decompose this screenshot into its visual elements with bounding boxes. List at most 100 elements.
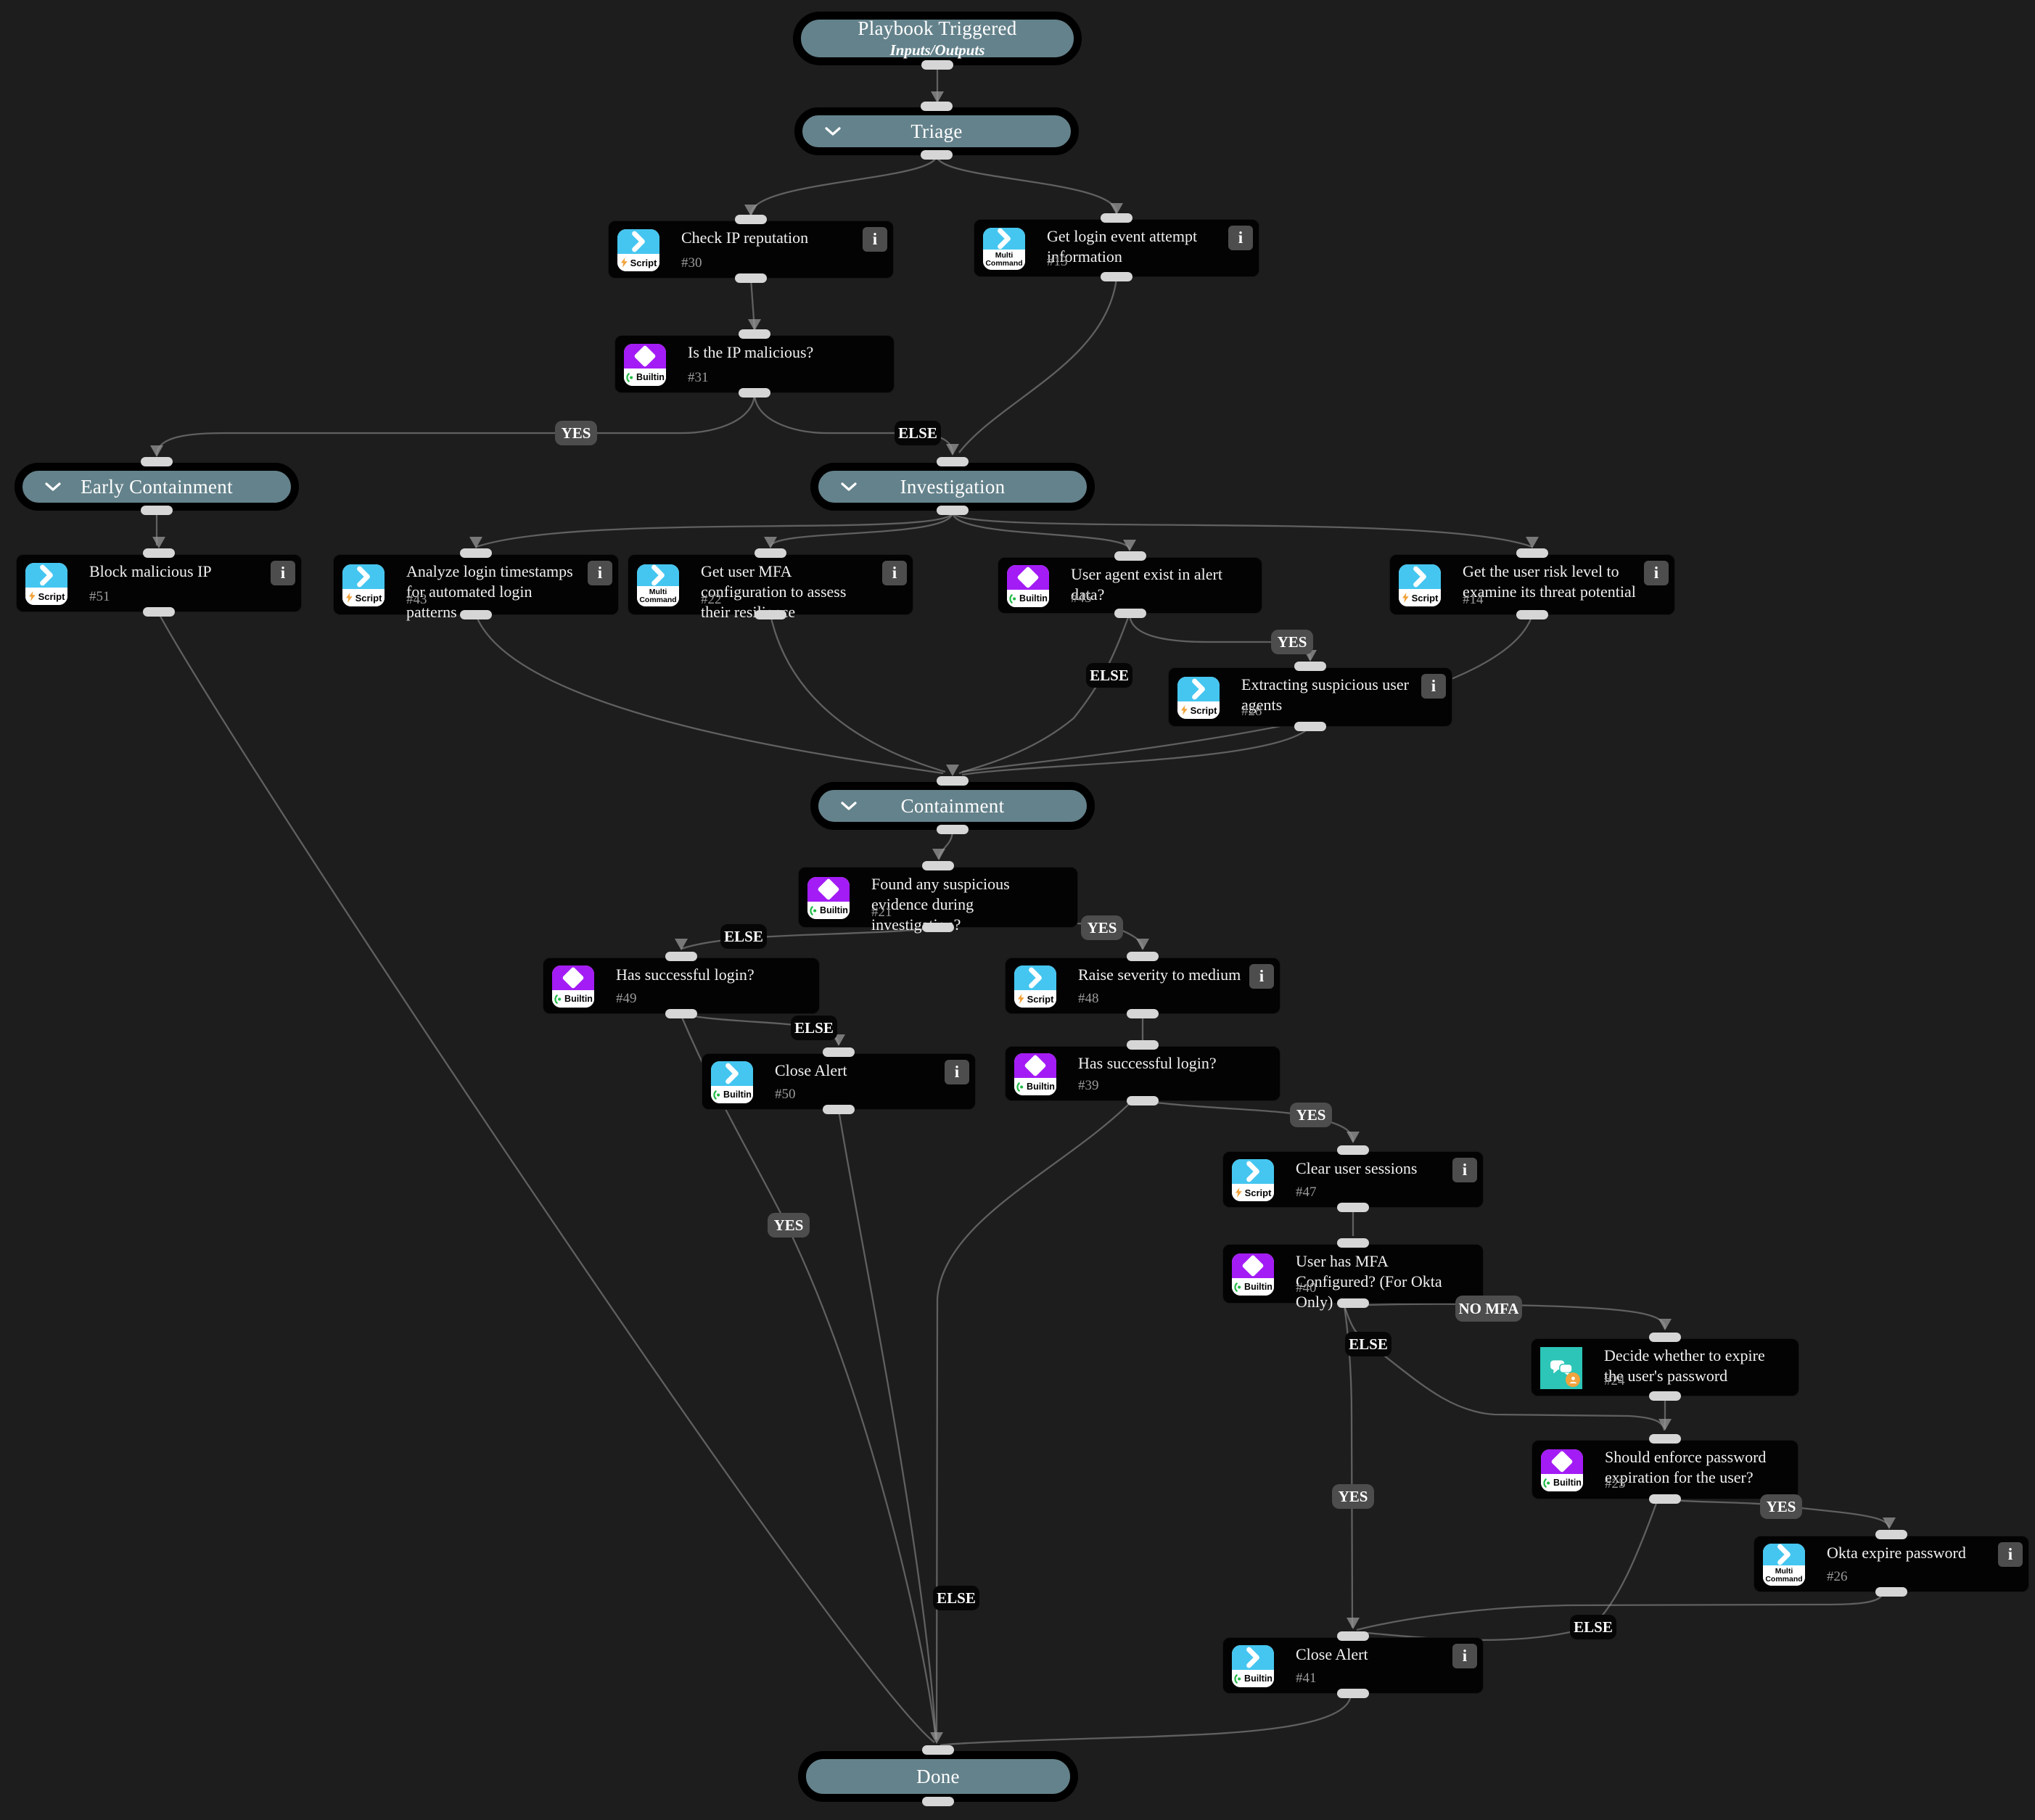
connector-port[interactable] bbox=[937, 825, 969, 834]
info-button[interactable]: i bbox=[1421, 674, 1446, 699]
info-button[interactable]: i bbox=[1228, 226, 1253, 250]
connector-port[interactable] bbox=[823, 1047, 855, 1057]
chevron-down-icon[interactable] bbox=[824, 126, 842, 136]
builtin-command-icon: Builtin bbox=[711, 1061, 753, 1103]
connector-port[interactable] bbox=[937, 457, 969, 466]
tile-kind-label: Script bbox=[617, 254, 659, 271]
connector-port[interactable] bbox=[937, 776, 969, 786]
connector-port[interactable] bbox=[141, 457, 173, 466]
connector-port[interactable] bbox=[1127, 1040, 1159, 1050]
task-node-24[interactable]: Decide whether to expire the user's pass… bbox=[1531, 1338, 1799, 1396]
connector-port[interactable] bbox=[141, 506, 173, 515]
connector-port[interactable] bbox=[1649, 1434, 1681, 1444]
connector-port[interactable] bbox=[1127, 1009, 1159, 1018]
edge-label-else: ELSE bbox=[1570, 1615, 1616, 1639]
connector-port[interactable] bbox=[1875, 1587, 1907, 1597]
connector-port[interactable] bbox=[1114, 609, 1146, 618]
connector-port[interactable] bbox=[1337, 1145, 1369, 1155]
connector-port[interactable] bbox=[1337, 1631, 1369, 1641]
connector-port[interactable] bbox=[1337, 1203, 1369, 1212]
info-button[interactable]: i bbox=[1452, 1158, 1477, 1182]
section-pill-triage[interactable]: Triage bbox=[794, 107, 1079, 155]
connector-port[interactable] bbox=[1516, 610, 1548, 619]
connector-port[interactable] bbox=[665, 1009, 697, 1018]
connector-port[interactable] bbox=[921, 102, 953, 111]
info-button[interactable]: i bbox=[1998, 1542, 2023, 1567]
connector-port[interactable] bbox=[739, 388, 770, 398]
info-button[interactable]: i bbox=[1249, 964, 1274, 989]
connector-port[interactable] bbox=[1101, 272, 1132, 281]
connector-port[interactable] bbox=[143, 607, 175, 617]
chevron-down-icon[interactable] bbox=[840, 801, 858, 811]
connector-port[interactable] bbox=[460, 548, 492, 558]
chevron-down-icon[interactable] bbox=[44, 482, 62, 492]
info-button[interactable]: i bbox=[1644, 561, 1669, 585]
connector-port[interactable] bbox=[823, 1105, 855, 1114]
connector-port[interactable] bbox=[1649, 1333, 1681, 1342]
task-number: #51 bbox=[89, 589, 110, 604]
connector-port[interactable] bbox=[665, 952, 697, 961]
connector-port[interactable] bbox=[922, 1797, 954, 1806]
connector-port[interactable] bbox=[1875, 1530, 1907, 1539]
section-pill-containment[interactable]: Containment bbox=[810, 782, 1095, 830]
connector-port[interactable] bbox=[735, 215, 767, 224]
connector-port[interactable] bbox=[143, 548, 175, 558]
connector-port[interactable] bbox=[921, 60, 953, 70]
section-pill-early-containment[interactable]: Early Containment bbox=[15, 463, 299, 511]
connector-port[interactable] bbox=[1337, 1689, 1369, 1698]
connector-port[interactable] bbox=[1127, 1096, 1159, 1105]
connector-port[interactable] bbox=[1294, 722, 1326, 731]
connector-port[interactable] bbox=[1649, 1494, 1681, 1504]
connector-port[interactable] bbox=[1114, 551, 1146, 561]
info-button[interactable]: i bbox=[882, 561, 907, 585]
chevron-down-icon[interactable] bbox=[840, 482, 858, 492]
connector-port[interactable] bbox=[460, 610, 492, 619]
section-pill-done[interactable]: Done bbox=[798, 1751, 1078, 1802]
connector-port[interactable] bbox=[755, 548, 786, 558]
connector-port[interactable] bbox=[922, 861, 954, 870]
connector-port[interactable] bbox=[1649, 1391, 1681, 1401]
info-button[interactable]: i bbox=[1452, 1644, 1477, 1668]
connector-port[interactable] bbox=[1127, 952, 1159, 961]
connector-port[interactable] bbox=[1294, 662, 1326, 671]
edge-label-else: ELSE bbox=[895, 421, 941, 445]
connector-port[interactable] bbox=[739, 329, 770, 339]
connector-port[interactable] bbox=[1337, 1238, 1369, 1248]
connector-port[interactable] bbox=[1516, 548, 1548, 558]
connector-port[interactable] bbox=[1101, 213, 1132, 223]
connector-port[interactable] bbox=[937, 506, 969, 515]
diamond-glyph bbox=[1241, 1254, 1265, 1277]
info-button[interactable]: i bbox=[945, 1060, 969, 1084]
connector-port[interactable] bbox=[735, 273, 767, 283]
info-button[interactable]: i bbox=[588, 561, 612, 585]
connector-port[interactable] bbox=[921, 150, 953, 160]
connector-port[interactable] bbox=[755, 610, 786, 619]
section-pill-investigation[interactable]: Investigation bbox=[810, 463, 1095, 511]
connector-port[interactable] bbox=[922, 1745, 954, 1755]
connector-port[interactable] bbox=[922, 923, 954, 932]
connector-port[interactable] bbox=[1337, 1298, 1369, 1308]
info-button[interactable]: i bbox=[863, 227, 887, 252]
info-button[interactable]: i bbox=[271, 561, 295, 585]
